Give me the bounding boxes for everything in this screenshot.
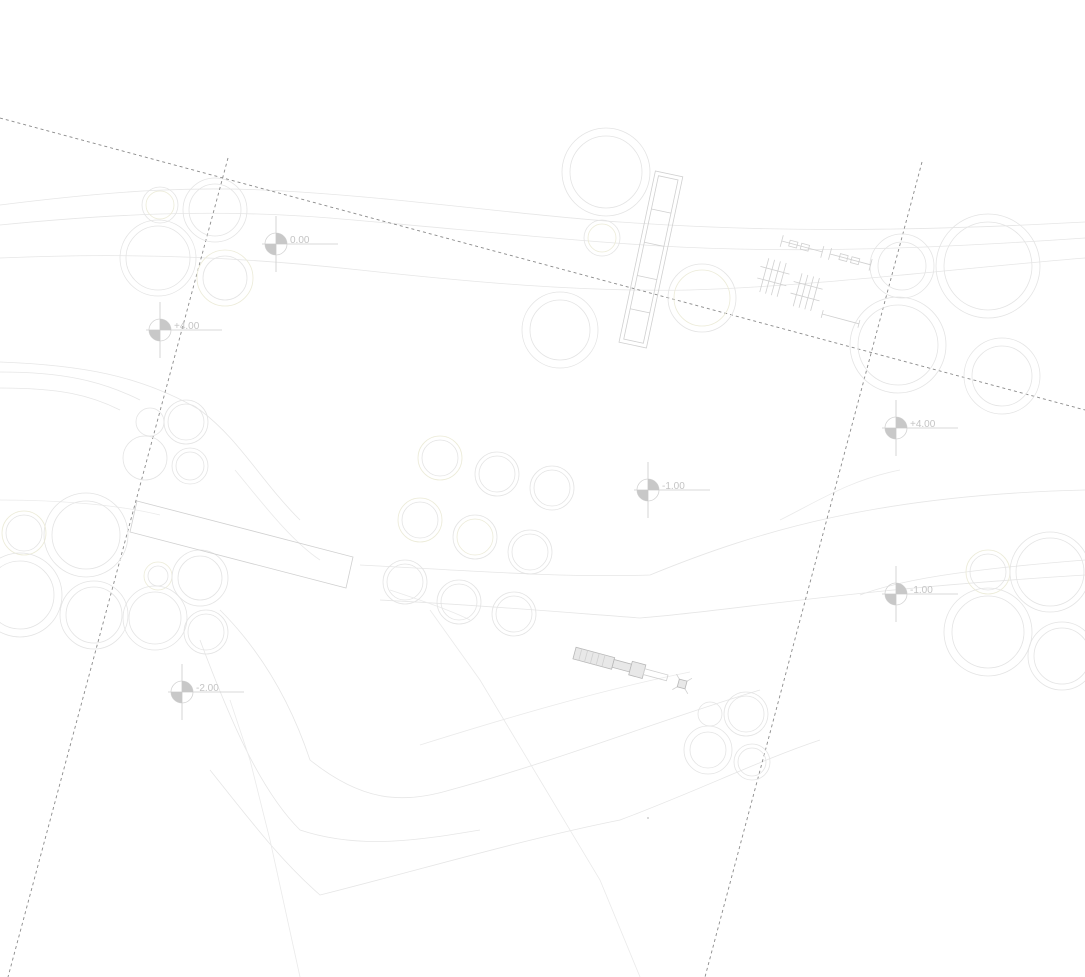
pavilion-structure bbox=[618, 170, 684, 349]
level-label: -1.00 bbox=[662, 481, 685, 492]
level-label: +4.00 bbox=[174, 321, 200, 332]
level-label: -2.00 bbox=[196, 683, 219, 694]
trees bbox=[0, 127, 1085, 781]
play-equipment bbox=[572, 646, 693, 694]
level-marker-bottom-left: -2.00 bbox=[168, 664, 244, 720]
long-bench bbox=[129, 500, 354, 589]
level-label: +4.00 bbox=[910, 419, 936, 430]
level-label: 0.00 bbox=[290, 235, 310, 246]
site-structures bbox=[129, 170, 873, 819]
boundary-lines bbox=[0, 117, 1085, 977]
contour-lines bbox=[0, 188, 1085, 896]
outdoor-furniture bbox=[757, 235, 873, 328]
level-marker-right: -1.00 bbox=[882, 566, 958, 622]
level-marker-center: -1.00 bbox=[634, 462, 710, 518]
level-label: -1.00 bbox=[910, 585, 933, 596]
site-paths bbox=[0, 469, 901, 977]
level-marker-left: +4.00 bbox=[146, 302, 222, 358]
level-marker-right-top: +4.00 bbox=[882, 400, 958, 456]
level-markers: 0.00 +4.00 +4.00 -1.00 -1.00 -2.00 bbox=[146, 216, 958, 720]
level-marker-top-left: 0.00 bbox=[262, 216, 338, 272]
